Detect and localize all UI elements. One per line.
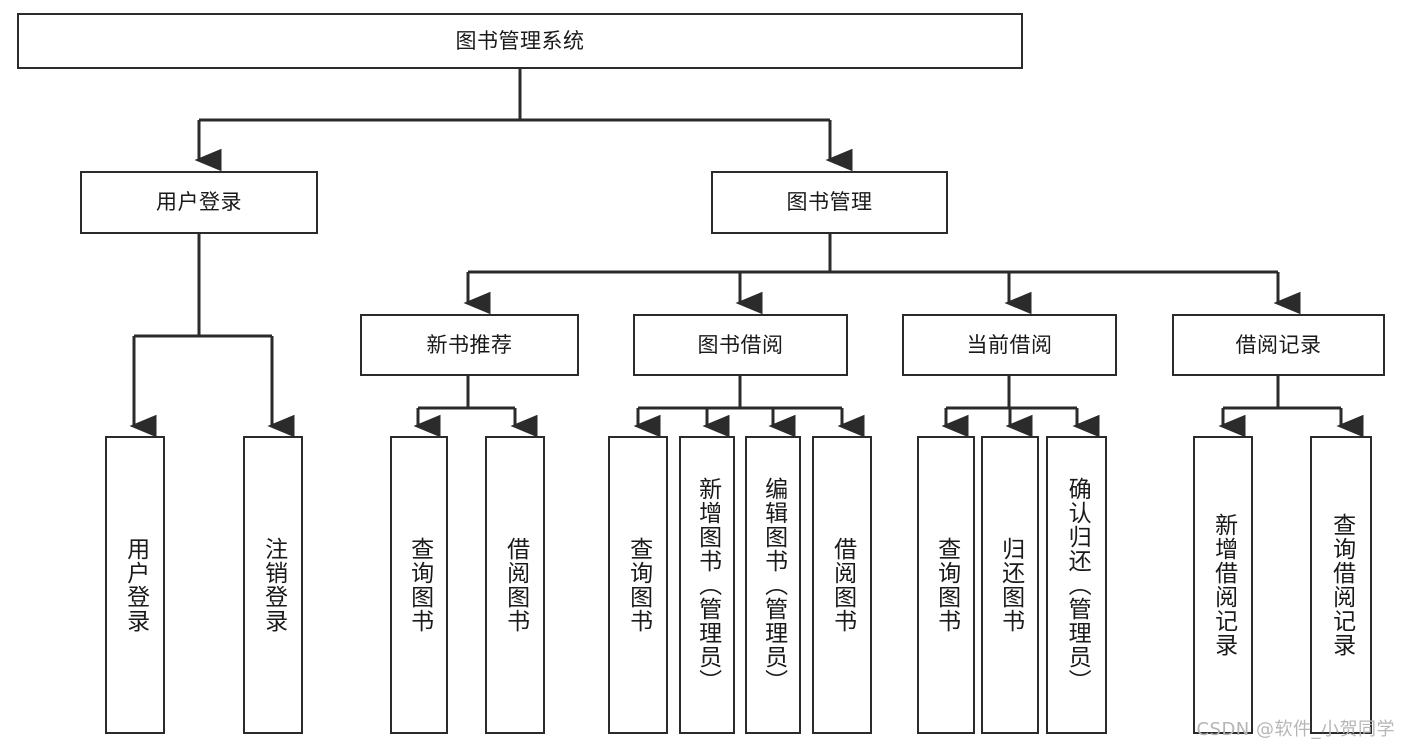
- leaf-query-books-recommend[interactable]: 查询图书: [390, 436, 448, 734]
- leaf-borrow-books-recommend[interactable]: 借阅图书: [485, 436, 545, 734]
- node-label: 查询图书: [406, 537, 433, 633]
- node-book-borrow[interactable]: 图书借阅: [633, 314, 848, 376]
- leaf-add-borrow-record[interactable]: 新增借阅记录: [1193, 436, 1253, 734]
- leaf-return-books[interactable]: 归还图书: [981, 436, 1039, 734]
- node-label: 查询图书: [933, 537, 960, 633]
- node-label: 借阅记录: [1235, 332, 1322, 357]
- node-label: 新增借阅记录: [1210, 513, 1237, 657]
- node-label: 确认归还（管理员）: [1064, 477, 1091, 693]
- leaf-logout[interactable]: 注销登录: [243, 436, 303, 734]
- node-user-login[interactable]: 用户登录: [80, 171, 318, 234]
- node-label: 图书管理系统: [455, 28, 585, 53]
- node-borrow-record[interactable]: 借阅记录: [1172, 314, 1385, 376]
- node-book-management[interactable]: 图书管理: [711, 171, 948, 234]
- leaf-add-book-admin[interactable]: 新增图书（管理员）: [679, 436, 735, 734]
- node-label: 借阅图书: [829, 537, 856, 633]
- node-label: 新增图书（管理员）: [694, 477, 721, 693]
- leaf-query-books-current[interactable]: 查询图书: [917, 436, 975, 734]
- leaf-confirm-return-admin[interactable]: 确认归还（管理员）: [1046, 436, 1107, 734]
- node-label: 用户登录: [156, 190, 242, 215]
- node-label: 图书管理: [786, 190, 873, 215]
- leaf-user-login[interactable]: 用户登录: [105, 436, 165, 734]
- node-label: 用户登录: [122, 537, 149, 633]
- node-current-borrow[interactable]: 当前借阅: [902, 314, 1117, 376]
- node-new-book-recommend[interactable]: 新书推荐: [360, 314, 579, 376]
- leaf-borrow-books-borrow[interactable]: 借阅图书: [812, 436, 872, 734]
- node-label: 当前借阅: [966, 332, 1053, 357]
- node-label: 编辑图书（管理员）: [760, 477, 787, 693]
- node-label: 新书推荐: [426, 332, 513, 357]
- leaf-query-borrow-record[interactable]: 查询借阅记录: [1310, 436, 1372, 734]
- leaf-query-books-borrow[interactable]: 查询图书: [608, 436, 668, 734]
- node-label: 查询借阅记录: [1328, 513, 1355, 657]
- node-label: 注销登录: [260, 537, 287, 633]
- leaf-edit-book-admin[interactable]: 编辑图书（管理员）: [745, 436, 801, 734]
- node-label: 图书借阅: [697, 332, 784, 357]
- node-label: 归还图书: [997, 537, 1024, 633]
- node-root[interactable]: 图书管理系统: [17, 13, 1023, 69]
- node-label: 查询图书: [625, 537, 652, 633]
- node-label: 借阅图书: [502, 537, 529, 633]
